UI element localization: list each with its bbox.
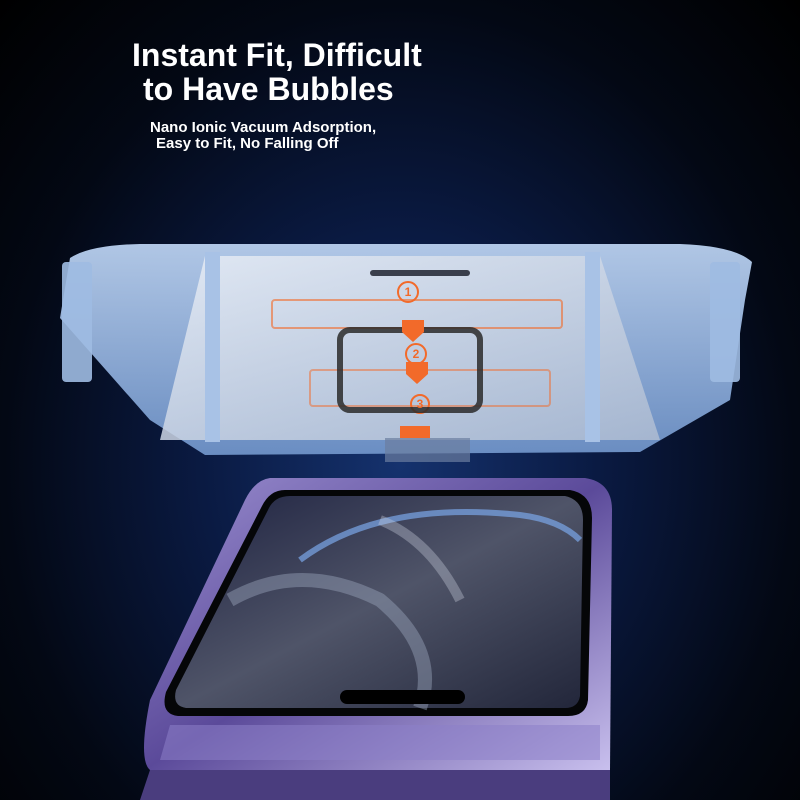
step-1-circle bbox=[397, 281, 419, 303]
dynamic-island bbox=[340, 690, 465, 704]
step-1-label: 1 bbox=[405, 285, 412, 299]
headline-line-1: Instant Fit, Difficult bbox=[132, 37, 422, 73]
film-guide-print bbox=[271, 281, 563, 414]
headline-line-2: to Have Bubbles bbox=[143, 71, 394, 107]
guide-arrows bbox=[400, 320, 430, 438]
subheadline-line-2: Easy to Fit, No Falling Off bbox=[156, 135, 339, 152]
phone bbox=[140, 478, 612, 800]
step-3-label: 3 bbox=[417, 397, 424, 411]
phone-screen bbox=[175, 496, 583, 708]
subheadline-line-1: Nano Ionic Vacuum Adsorption, bbox=[150, 119, 377, 136]
speaker-slot bbox=[370, 270, 470, 276]
subheadline: Nano Ionic Vacuum Adsorption, Easy to Fi… bbox=[0, 120, 800, 152]
headline: Instant Fit, Difficult to Have Bubbles bbox=[0, 38, 800, 106]
step-2-label: 2 bbox=[413, 347, 420, 361]
